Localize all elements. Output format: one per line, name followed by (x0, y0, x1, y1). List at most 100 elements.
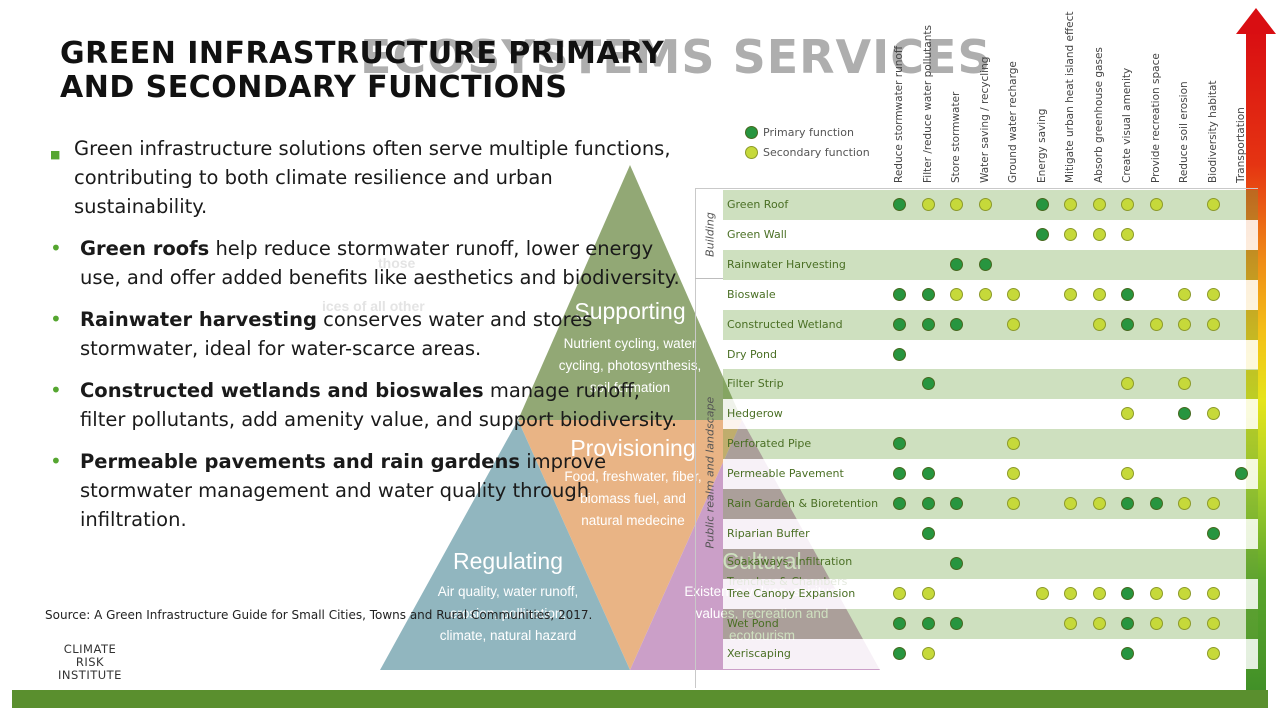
row-label: Rain Garden & Bioretention (727, 497, 879, 510)
matrix-row: Tree Canopy Expansion (723, 578, 1258, 609)
secondary-function-dot (1178, 616, 1191, 630)
secondary-function-dot (1149, 198, 1163, 211)
matrix-frame (695, 188, 1258, 688)
matrix-row: Soakaways, InfiltrationTrenches & Chambe… (723, 548, 1258, 588)
primary-function-dot (921, 287, 935, 301)
secondary-function-dot (1092, 586, 1106, 600)
row-label: Green Roof (727, 198, 789, 211)
column-header: Reduce stormwater runoff (893, 45, 905, 183)
primary-function-dot (893, 497, 906, 510)
group-label-building: Building (703, 212, 717, 257)
dot-bullet-icon: • (50, 307, 62, 331)
matrix-row: Rainwater Harvesting (723, 249, 1258, 280)
primary-function-dot (1149, 497, 1163, 510)
primary-function-dot (893, 198, 906, 211)
secondary-function-dot (893, 586, 906, 600)
title-line-1: GREEN INFRASTRUCTURE PRIMARY (60, 36, 665, 71)
secondary-function-dot (1178, 317, 1191, 331)
column-header: Ground water recharge (1007, 61, 1019, 183)
provisioning-triangle (518, 420, 742, 670)
secondary-function-dot (950, 287, 963, 301)
secondary-function-dot (1064, 198, 1077, 211)
square-bullet-icon: ■ (50, 148, 61, 161)
secondary-function-dot (1007, 467, 1020, 481)
column-header: Filter /reduce water pollutants (921, 25, 934, 183)
functions-matrix: Reduce stormwater runoff Filter /reduce w… (695, 0, 1260, 690)
row-label: Dry Pond (727, 347, 777, 361)
secondary-function-dot (921, 646, 935, 660)
bullet-item: • Permeable pavements and rain gardens i… (50, 449, 607, 531)
matrix-row: Permeable Pavement (723, 459, 1258, 490)
row-label: Constructed Wetland (727, 317, 843, 331)
row-label: Xeriscaping (727, 646, 791, 660)
secondary-function-dot (1206, 407, 1220, 421)
matrix-row: Dry Pond (723, 339, 1258, 370)
primary-function-dot (950, 257, 963, 271)
column-header: Store stormwater (950, 91, 962, 183)
primary-dot-icon (745, 125, 758, 139)
secondary-function-dot (921, 586, 935, 600)
primary-function-dot (1178, 407, 1191, 421)
dot-bullet-icon: • (50, 449, 62, 473)
primary-function-dot (921, 526, 935, 540)
column-header: Create visual amenity (1121, 67, 1133, 183)
secondary-function-dot (1121, 227, 1134, 241)
matrix-row: Green Roof (723, 190, 1258, 220)
bullet-list: ■ Green infrastructure solutions often s… (50, 134, 690, 547)
primary-function-dot (921, 377, 935, 391)
secondary-function-dot (921, 198, 935, 211)
secondary-function-dot (1178, 377, 1191, 391)
background-title: ECOSYSTEMS SERVICES (360, 30, 992, 84)
primary-function-dot (1121, 616, 1134, 630)
primary-function-dot (1121, 317, 1134, 331)
matrix-row: Green Wall (723, 219, 1258, 250)
primary-function-dot (1035, 227, 1049, 241)
matrix-row: Rain Garden & Bioretention (723, 489, 1258, 519)
secondary-function-dot (1092, 616, 1106, 630)
primary-function-dot (1206, 526, 1220, 540)
matrix-row: Xeriscaping (723, 638, 1258, 669)
column-header: Energy saving (1035, 108, 1048, 183)
secondary-function-dot (1178, 586, 1191, 600)
primary-function-dot (893, 347, 906, 361)
column-header: Biodiversity habitat (1206, 80, 1219, 183)
row-label: Bioswale (727, 287, 776, 301)
legend-primary-label: Primary function (763, 125, 854, 139)
secondary-function-dot (1121, 467, 1134, 481)
secondary-function-dot (1149, 586, 1163, 600)
row-label: Perforated Pipe (727, 437, 812, 451)
source-citation: Source: A Green Infrastructure Guide for… (45, 608, 593, 622)
primary-function-dot (893, 437, 906, 451)
secondary-function-dot (1064, 616, 1077, 630)
secondary-function-dot (1121, 198, 1134, 211)
matrix-row: Riparian Buffer (723, 518, 1258, 549)
secondary-function-dot (1007, 317, 1020, 331)
row-label: Green Wall (727, 227, 787, 241)
secondary-function-dot (1007, 437, 1020, 451)
secondary-dot-icon (745, 145, 758, 159)
secondary-function-dot (1206, 287, 1220, 301)
secondary-function-dot (1064, 497, 1077, 510)
provisioning-label: Provisioning Food, freshwater, fiber, bi… (564, 435, 702, 528)
row-label: Permeable Pavement (727, 467, 844, 481)
secondary-function-dot (1121, 407, 1134, 421)
primary-function-dot (950, 616, 963, 630)
column-header: Absorb greenhouse gases (1092, 47, 1105, 183)
secondary-function-dot (1092, 287, 1106, 301)
bullet-item: • Constructed wetlands and bioswales man… (50, 378, 678, 431)
row-label: Wet Pond (727, 616, 779, 630)
matrix-row: Constructed Wetland (723, 309, 1258, 340)
matrix-row: Bioswale (723, 279, 1258, 310)
secondary-function-dot (1206, 586, 1220, 600)
primary-function-dot (1235, 467, 1248, 481)
matrix-legend: Primary function Secondary function (745, 122, 870, 162)
primary-function-dot (950, 317, 963, 331)
secondary-function-dot (1178, 497, 1191, 510)
secondary-function-dot (1092, 198, 1106, 211)
faint-text: ices of all other (322, 298, 425, 314)
primary-function-dot (1121, 287, 1134, 301)
secondary-function-dot (1121, 377, 1134, 391)
secondary-function-dot (1007, 497, 1020, 510)
primary-function-dot (893, 646, 906, 660)
